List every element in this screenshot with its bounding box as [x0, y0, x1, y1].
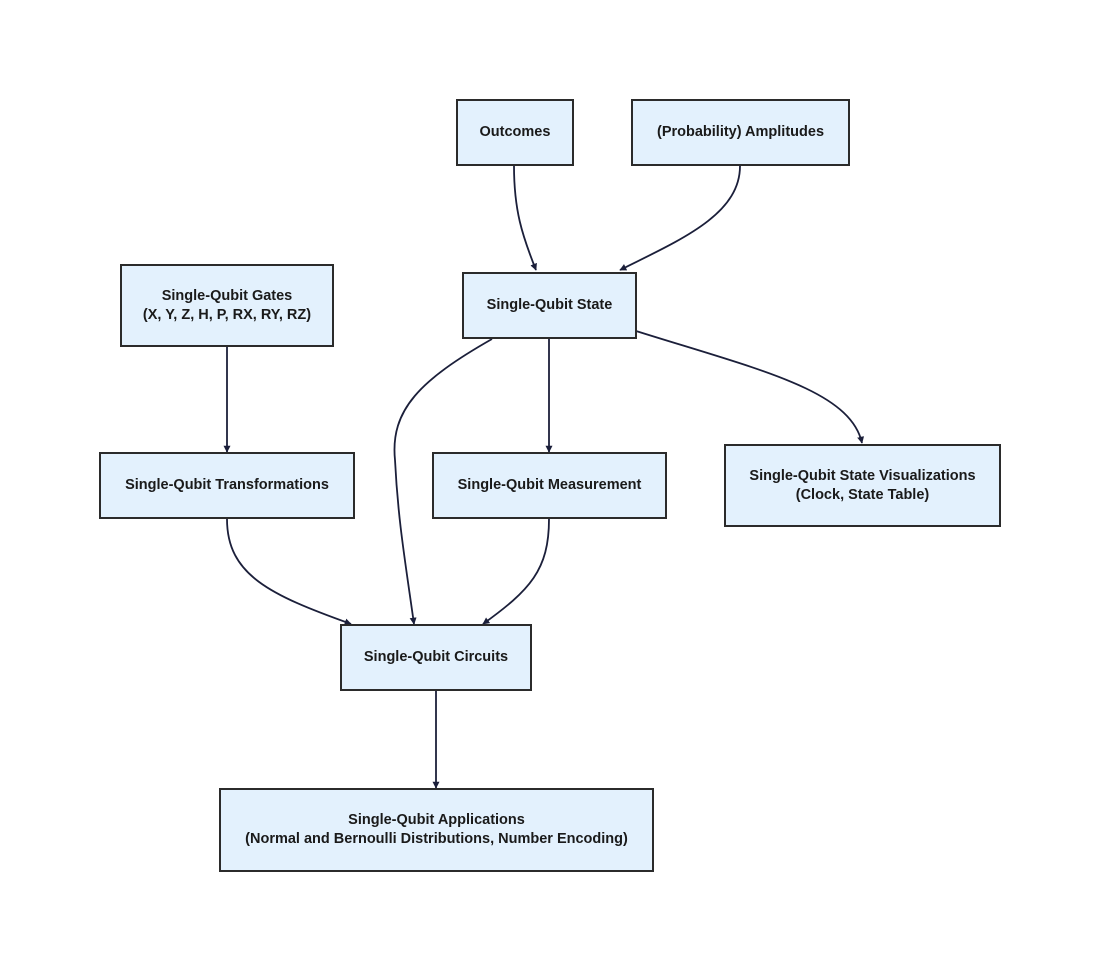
node-outcomes-label: Outcomes	[479, 124, 551, 140]
node-single-qubit-measurement-label: Single-Qubit Measurement	[457, 477, 642, 493]
node-single-qubit-transformations-label: Single-Qubit Transformations	[125, 477, 329, 493]
node-single-qubit-state-visualizations-title: Single-Qubit State Visualizations	[749, 467, 976, 484]
edge-state-to-circuits	[393, 338, 493, 625]
edge-amplitudes-to-state	[619, 165, 741, 271]
node-outcomes: Outcomes	[456, 99, 574, 166]
node-probability-amplitudes-label: (Probability) Amplitudes	[656, 124, 825, 140]
node-single-qubit-gates-subtitle: (X, Y, Z, H, P, RX, RY, RZ)	[142, 306, 312, 323]
edge-transformations-to-circuits	[226, 518, 352, 626]
node-single-qubit-circuits: Single-Qubit Circuits	[340, 624, 532, 691]
node-single-qubit-state-visualizations: Single-Qubit State Visualizations (Clock…	[724, 444, 1001, 527]
node-single-qubit-applications-subtitle: (Normal and Bernoulli Distributions, Num…	[245, 831, 628, 847]
node-single-qubit-state-visualizations-subtitle: (Clock, State Table)	[795, 486, 930, 503]
node-single-qubit-circuits-label: Single-Qubit Circuits	[363, 649, 509, 665]
node-probability-amplitudes: (Probability) Amplitudes	[631, 99, 850, 166]
edge-state-to-visualizations	[635, 330, 865, 444]
node-single-qubit-applications-title: Single-Qubit Applications	[348, 812, 525, 828]
node-single-qubit-state: Single-Qubit State	[462, 272, 637, 339]
edge-outcomes-to-state	[513, 165, 537, 271]
node-single-qubit-gates-title: Single-Qubit Gates	[161, 287, 293, 304]
node-single-qubit-applications: Single-Qubit Applications (Normal and Be…	[219, 788, 654, 872]
node-single-qubit-transformations: Single-Qubit Transformations	[99, 452, 355, 519]
node-single-qubit-gates: Single-Qubit Gates (X, Y, Z, H, P, RX, R…	[120, 264, 334, 347]
node-single-qubit-measurement: Single-Qubit Measurement	[432, 452, 667, 519]
edge-measurement-to-circuits	[482, 518, 550, 625]
node-single-qubit-state-label: Single-Qubit State	[486, 297, 613, 313]
